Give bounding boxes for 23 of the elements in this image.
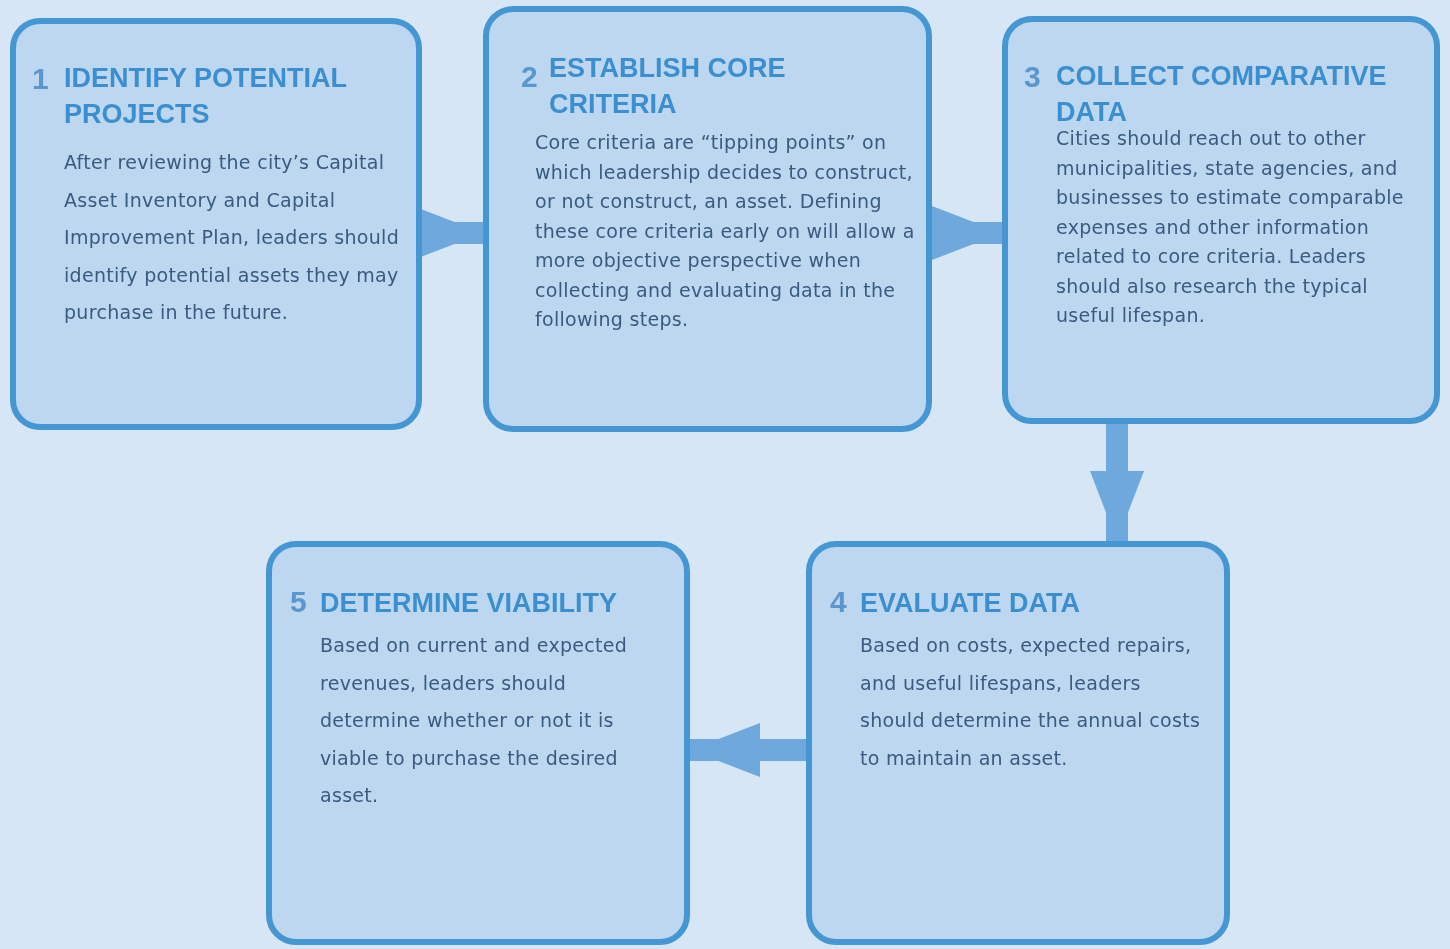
- step-description: Based on costs, expected repairs, and useful lifespans, leaders should determine the annual costs to maintain an asset.: [860, 633, 1202, 771]
- arrow: [1090, 424, 1144, 541]
- step-heading: ESTABLISH CORE CRITERIA: [549, 52, 787, 121]
- step-description: After reviewing the city’s Capital Asset Inventory and Capital Improvement Plan, leaders should identify potential assets they may purchase in the future.: [64, 150, 400, 325]
- process-box: [483, 6, 932, 432]
- step-heading: COLLECT COMPARATIVE DATA: [1056, 60, 1388, 129]
- step-heading: DETERMINE VIABILITY: [320, 587, 618, 620]
- process-box: [10, 18, 422, 430]
- step-number: 5: [290, 585, 307, 619]
- arrow: [690, 723, 806, 777]
- process-box: [1002, 16, 1440, 424]
- step-description: Cities should reach out to other municipalities, state agencies, and businesses to estimate comparable expenses and other information related to core criteria. Leaders should also research the typical useful lifespan.: [1056, 126, 1405, 328]
- step-heading: EVALUATE DATA: [860, 587, 1081, 620]
- step-heading: IDENTIFY POTENTIAL PROJECTS: [64, 62, 348, 131]
- step-number: 3: [1024, 60, 1041, 94]
- arrow: [932, 206, 1002, 260]
- step-number: 1: [32, 62, 49, 96]
- process-box: [266, 541, 690, 945]
- step-number: 2: [521, 60, 538, 94]
- step-description: Based on current and expected revenues, leaders should determine whether or not it is viable to purchase the desired asset.: [320, 633, 629, 808]
- step-description: Core criteria are “tipping points” on which leadership decides to construct, or not construct, an asset. Defining these core criteria early on will allow a more objective perspective when collecting and evaluating data in the following steps.: [535, 130, 915, 332]
- step-number: 4: [830, 585, 847, 619]
- process-box: [806, 541, 1230, 945]
